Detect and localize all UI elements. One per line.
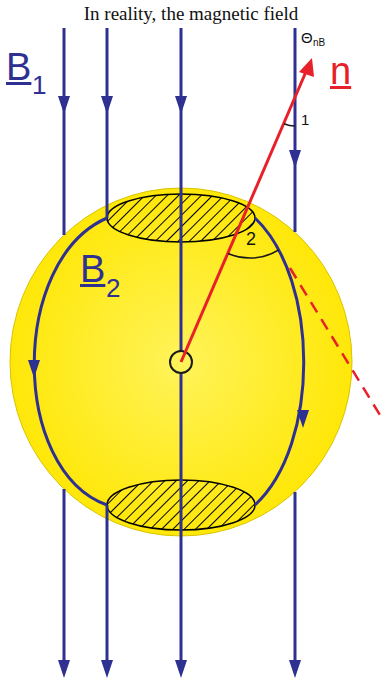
callout-number: 1 — [301, 112, 309, 127]
normal-arrowhead — [299, 58, 314, 77]
angle-subscript: nB — [313, 38, 325, 48]
callout-number: 2 — [246, 230, 256, 248]
dashed-line — [290, 268, 383, 420]
field-subscript: 1 — [32, 72, 46, 98]
angle-symbol: Θ — [301, 30, 313, 45]
field-lines — [34, 28, 304, 672]
normal-symbol: n — [330, 52, 351, 90]
field-subscript: 2 — [106, 275, 120, 301]
field-symbol: B — [6, 48, 31, 86]
angle-arc — [228, 250, 279, 258]
field-arrowheads — [28, 96, 309, 678]
field-symbol: B — [80, 250, 105, 288]
diagram-title: In reality, the magnetic field — [84, 4, 299, 23]
angle-arc — [284, 124, 295, 126]
normal-vector — [181, 67, 308, 362]
